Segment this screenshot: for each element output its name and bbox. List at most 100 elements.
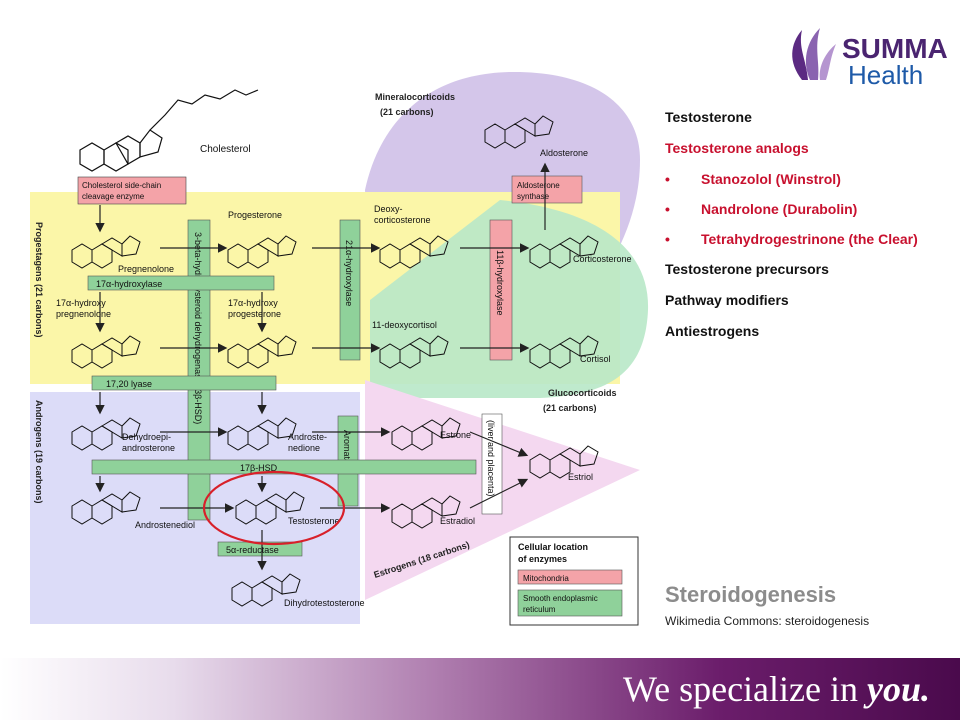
estriol-molecule [529,445,599,479]
slogan-text: We specialize in [623,669,867,709]
deoxycorticosterone-label: Deoxy- [374,204,403,214]
cortisol-label: Cortisol [580,354,611,364]
estrogen-region [365,380,640,600]
bullet-dot-icon: • [665,171,670,187]
mineralocorticoids-carbons: (21 carbons) [380,107,434,117]
liver-placenta-label: (liver and placenta) [486,420,496,497]
lyase-label: 17,20 lyase [106,379,152,389]
androstenedione-label: Androste- [288,432,327,442]
estrone-label: Estrone [440,430,471,440]
estradiol-molecule [391,495,461,529]
logo-flame-icon [792,28,836,80]
legend-title-2: of enzymes [518,554,567,564]
mineralocorticoids-label: Mineralocorticoids [375,92,455,102]
progesterone-molecule [227,235,297,269]
lyase-bar [91,375,277,391]
hydroxylase17a-bar [87,275,275,291]
legend-ser-label-2: reticulum [523,605,556,614]
reductase-label: 5α-reductase [226,545,279,555]
cholesterol-label: Cholesterol [200,144,251,155]
list-item-testosterone: Testosterone [665,109,752,125]
bullet-dot-icon: • [665,201,670,217]
bullet-text: Tetrahydrogestrinone (the Clear) [701,231,918,247]
image-credit: Wikimedia Commons: steroidogenesis [665,614,870,628]
testosterone-label: Testosterone [288,516,340,526]
cortisol-molecule [529,335,599,369]
hsd17b-label: 17β-HSD [240,463,278,473]
side-chain-enzyme-box [77,176,187,205]
hydroxypregnenolone-label: 17α-hydroxy [56,298,106,308]
aromatase-label: Aromatase [342,430,352,474]
cholesterol-molecule [79,89,259,172]
aldosterone-synthase-label: Aldosterone [517,181,560,190]
estriol-label: Estriol [568,472,593,482]
pregnenolone-label: Pregnenolone [118,264,174,274]
hydroxylase17a-label: 17α-hydroxylase [96,279,162,289]
list-item-bullet: • Nandrolone (Durabolin) [665,200,945,218]
list-item-precursors: Testosterone precursors [665,261,829,277]
deoxycortisol-label: 11-deoxycortisol [372,320,437,330]
aldosterone-molecule [484,115,554,149]
list-item-analogs: Testosterone analogs [665,140,809,156]
corticosterone-label: Corticosterone [573,254,632,264]
androgens-label: Androgens (19 carbons) [34,400,44,504]
aldosterone-synthase-box [511,175,583,204]
glucocorticoids-label: Glucocorticoids [548,388,617,398]
hydroxypregnenolone-label-2: pregnenolone [56,309,111,319]
footer-slogan: We specialize in you. [623,668,930,710]
legend-mito-label: Mitochondria [523,574,569,583]
androstenediol-label: Androstenediol [135,520,195,530]
summa-health-logo: SUMMA Health [780,22,955,97]
hydroxylase21-bar [339,219,361,361]
corticosterone-molecule [529,235,599,269]
steroidogenesis-diagram: Mineralocorticoids (21 carbons) Glucocor… [30,71,649,626]
bullet-text: Nandrolone (Durabolin) [701,201,858,217]
aldosterone-synthase-label-2: synthase [517,192,550,201]
arrow-estradiol-estriol [469,478,529,509]
logo-text-health: Health [848,60,923,90]
list-item-antiestrogens: Antiestrogens [665,323,760,339]
topic-list: Testosterone Testosterone analogs • Stano… [665,108,945,353]
hsd17b-bar [91,459,477,475]
side-chain-enzyme-label: Cholesterol side-chain [82,181,161,190]
legend-ser-swatch [517,589,623,617]
side-chain-enzyme-label-2: cleavage enzyme [82,192,145,201]
dht-label: Dihydrotestosterone [284,598,365,608]
androstenediol-molecule [71,491,141,525]
androstenedione-label-2: nedione [288,443,320,453]
deoxycorticosterone-label-2: corticosterone [374,215,431,225]
footer-banner: We specialize in you. [0,658,960,720]
bullet-text: Stanozolol (Winstrol) [701,171,841,187]
list-item-modifiers: Pathway modifiers [665,292,789,308]
dhea-label: Dehydroepi- [122,432,171,442]
hydroxyprogesterone-label-2: progesterone [228,309,281,319]
aldosterone-label: Aldosterone [540,148,588,158]
estrone-molecule [391,417,461,451]
slogan-emphasis: you. [867,669,930,709]
arrow-estrone-estriol [469,431,529,457]
legend-title: Cellular location [518,542,588,552]
hydroxylase11b-bar [489,219,513,361]
list-item-bullet: • Tetrahydrogestrinone (the Clear) [665,230,945,248]
dhea-molecule [71,417,141,451]
legend-ser-label: Smooth endoplasmic [523,594,598,603]
hsd3b-bar [187,219,211,521]
hydroxylase21-label: 21α-hydroxylase [344,240,354,306]
androstenedione-molecule [227,417,297,451]
testosterone-highlight-circle [202,470,346,546]
glucocorticoids-carbons: (21 carbons) [543,403,597,413]
hydroxyprogesterone-label: 17α-hydroxy [228,298,278,308]
hsd3b-label: 3-beta-hydroxysteroid dehydrogenase (3β-… [193,232,203,424]
reductase-bar [217,541,303,557]
testosterone-molecule [235,491,305,525]
bullet-dot-icon: • [665,231,670,247]
progesterone-label: Progesterone [228,210,282,220]
legend-mito-swatch [517,569,623,585]
pregnenolone-molecule [71,235,141,269]
hydroxylase11b-label: 11β-hydroxylase [495,250,505,316]
hydroxyprogesterone-molecule [227,335,297,369]
dht-molecule [231,573,301,607]
slide-title: Steroidogenesis [665,582,837,607]
dhea-label-2: androsterone [122,443,175,453]
